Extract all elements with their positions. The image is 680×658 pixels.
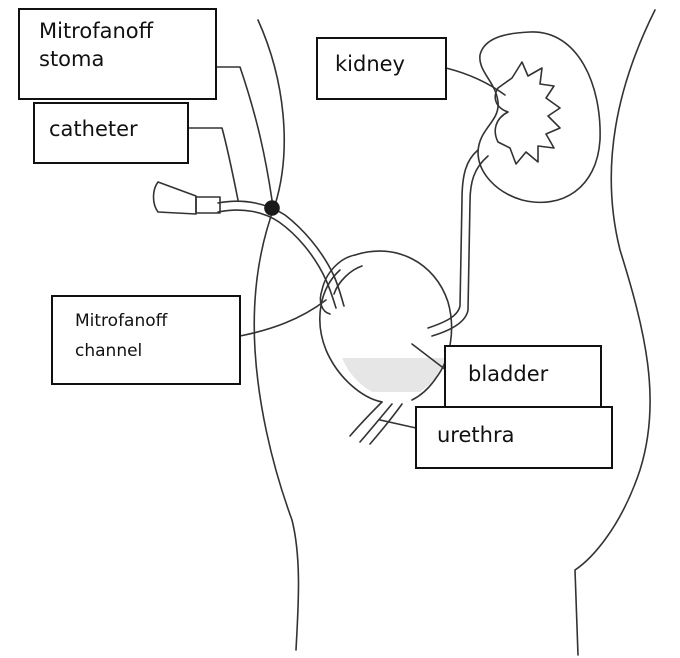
renal-pelvis [495, 62, 560, 164]
stoma-dot [265, 201, 279, 215]
body-outline-right [575, 10, 655, 655]
bladder-urine [342, 358, 446, 392]
label-kidney-text: kidney [335, 51, 445, 79]
label-catheter-text: catheter [49, 116, 187, 144]
urethra [350, 402, 382, 436]
ureter [428, 150, 478, 328]
label-urethra-text: urethra [437, 422, 611, 450]
label-mitrofanoff-stoma: Mitrofanoff stoma [18, 8, 217, 100]
label-mitrofanoff-stoma-line2: stoma [39, 46, 215, 74]
label-catheter: catheter [33, 102, 189, 164]
body-outline-left [254, 20, 298, 650]
label-mitrofanoff-channel-line2: channel [75, 337, 239, 367]
leader-catheter [188, 128, 238, 200]
label-kidney: kidney [316, 37, 447, 100]
leader-stoma [216, 67, 272, 200]
label-bladder: bladder [444, 345, 602, 408]
label-mitrofanoff-channel-line1: Mitrofanoff [75, 307, 239, 337]
kidney [478, 32, 600, 202]
catheter-funnel [154, 182, 197, 214]
label-mitrofanoff-channel: Mitrofanoff channel [51, 295, 241, 385]
label-mitrofanoff-stoma-line1: Mitrofanoff [39, 18, 215, 46]
label-bladder-text: bladder [468, 361, 600, 389]
leader-channel [240, 300, 326, 336]
catheter-connector [196, 197, 220, 213]
label-urethra: urethra [415, 406, 613, 469]
